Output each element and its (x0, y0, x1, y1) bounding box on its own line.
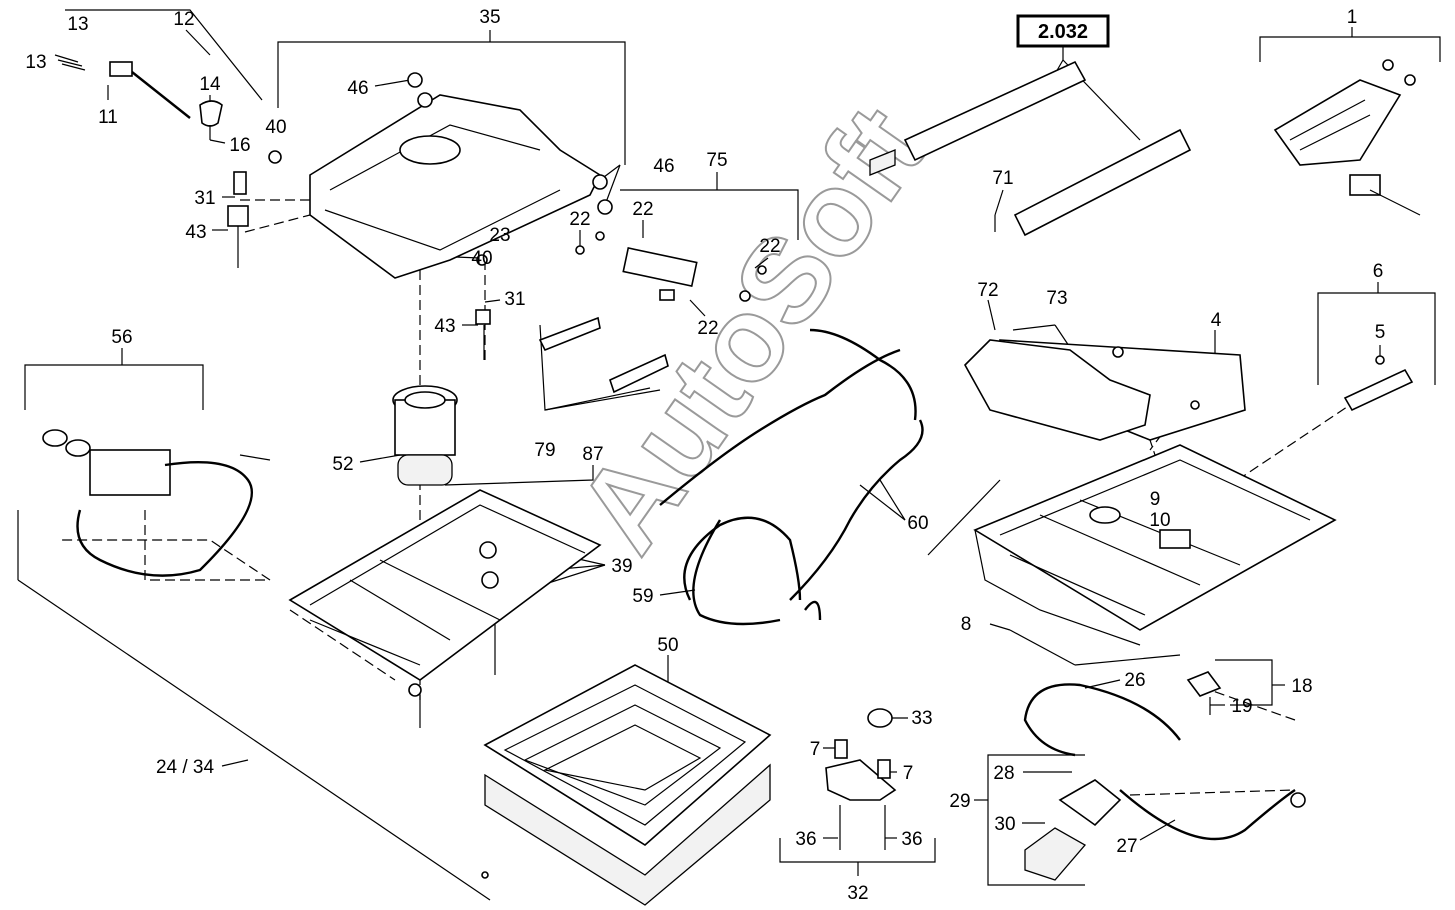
callout-labels: 13 13 12 35 1 14 11 16 40 46 46 75 71 31… (25, 7, 1385, 904)
callout-14: 14 (199, 74, 221, 95)
callout-87: 87 (582, 444, 603, 465)
base-cover-part (481, 664, 772, 906)
callout-16: 16 (229, 135, 250, 156)
cable-clip-part (1186, 671, 1222, 715)
callout-18: 18 (1291, 676, 1312, 697)
callout-40a: 40 (265, 117, 286, 138)
callout-27: 27 (1116, 836, 1137, 857)
callout-33: 33 (911, 708, 932, 729)
callout-46a: 46 (347, 78, 368, 99)
cable-pull-part (1023, 683, 1306, 841)
bushing-part (227, 171, 491, 360)
callout-11: 11 (98, 107, 118, 128)
callout-50: 50 (657, 635, 678, 656)
spring-clip-part (54, 54, 223, 140)
callout-23: 23 (489, 225, 510, 246)
handle-lever-part (1024, 779, 1122, 881)
scissor-frame-part (268, 72, 613, 279)
callout-13b: 13 (25, 52, 46, 73)
callout-46b: 46 (653, 156, 674, 177)
callout-22a: 22 (569, 209, 590, 230)
callout-10: 10 (1149, 510, 1170, 531)
callout-30: 30 (994, 814, 1015, 835)
callout-1: 1 (1347, 7, 1358, 28)
callout-59: 59 (632, 586, 653, 607)
callout-36b: 36 (901, 829, 922, 850)
callout-52: 52 (332, 454, 353, 475)
callout-43b: 43 (434, 316, 455, 337)
callout-22c: 22 (759, 236, 780, 257)
callout-9: 9 (1150, 489, 1161, 510)
callout-39: 39 (611, 556, 632, 577)
air-spring-part (392, 385, 458, 486)
callout-31a: 31 (194, 188, 215, 209)
lumbar-mechanism-part (1273, 59, 1421, 216)
reference-box-text: 2.032 (1038, 21, 1088, 43)
callout-56: 56 (111, 327, 132, 348)
compressor-part (42, 429, 271, 577)
callout-40b: 40 (471, 248, 492, 269)
callout-29: 29 (949, 791, 970, 812)
callout-22b: 22 (632, 199, 653, 220)
callout-24-34: 24 / 34 (156, 757, 215, 778)
seat-cushion-part (964, 339, 1246, 441)
lever-bars-part (538, 316, 669, 394)
gas-strut-part (1343, 355, 1414, 412)
callout-43a: 43 (185, 222, 206, 243)
callout-8: 8 (961, 614, 972, 635)
callout-6: 6 (1373, 261, 1384, 282)
callout-22d: 22 (697, 318, 718, 339)
callout-73: 73 (1046, 288, 1067, 309)
damper-part (575, 231, 767, 302)
mount-bracket-part (825, 708, 897, 850)
callout-32: 32 (847, 883, 868, 904)
callout-35: 35 (479, 7, 500, 28)
callout-31b: 31 (504, 289, 525, 310)
callout-5: 5 (1375, 322, 1386, 343)
callout-4: 4 (1211, 310, 1222, 331)
callout-13a: 13 (67, 14, 88, 35)
wiring-harness-part (659, 328, 924, 626)
callout-7b: 7 (903, 763, 914, 784)
callout-79: 79 (534, 440, 555, 461)
callout-71: 71 (992, 168, 1013, 189)
callout-28: 28 (993, 763, 1014, 784)
reference-box: 2.032 (1016, 14, 1110, 48)
callout-7a: 7 (810, 739, 821, 760)
callout-60: 60 (907, 513, 928, 534)
callout-19: 19 (1231, 696, 1252, 717)
callout-75: 75 (706, 150, 727, 171)
callout-26: 26 (1124, 670, 1145, 691)
callout-12: 12 (173, 9, 194, 30)
callout-36a: 36 (795, 829, 816, 850)
seat-rails-part (869, 60, 1192, 237)
seat-frame-part (973, 444, 1337, 646)
base-plate-part (288, 489, 602, 728)
callout-72: 72 (977, 280, 998, 301)
